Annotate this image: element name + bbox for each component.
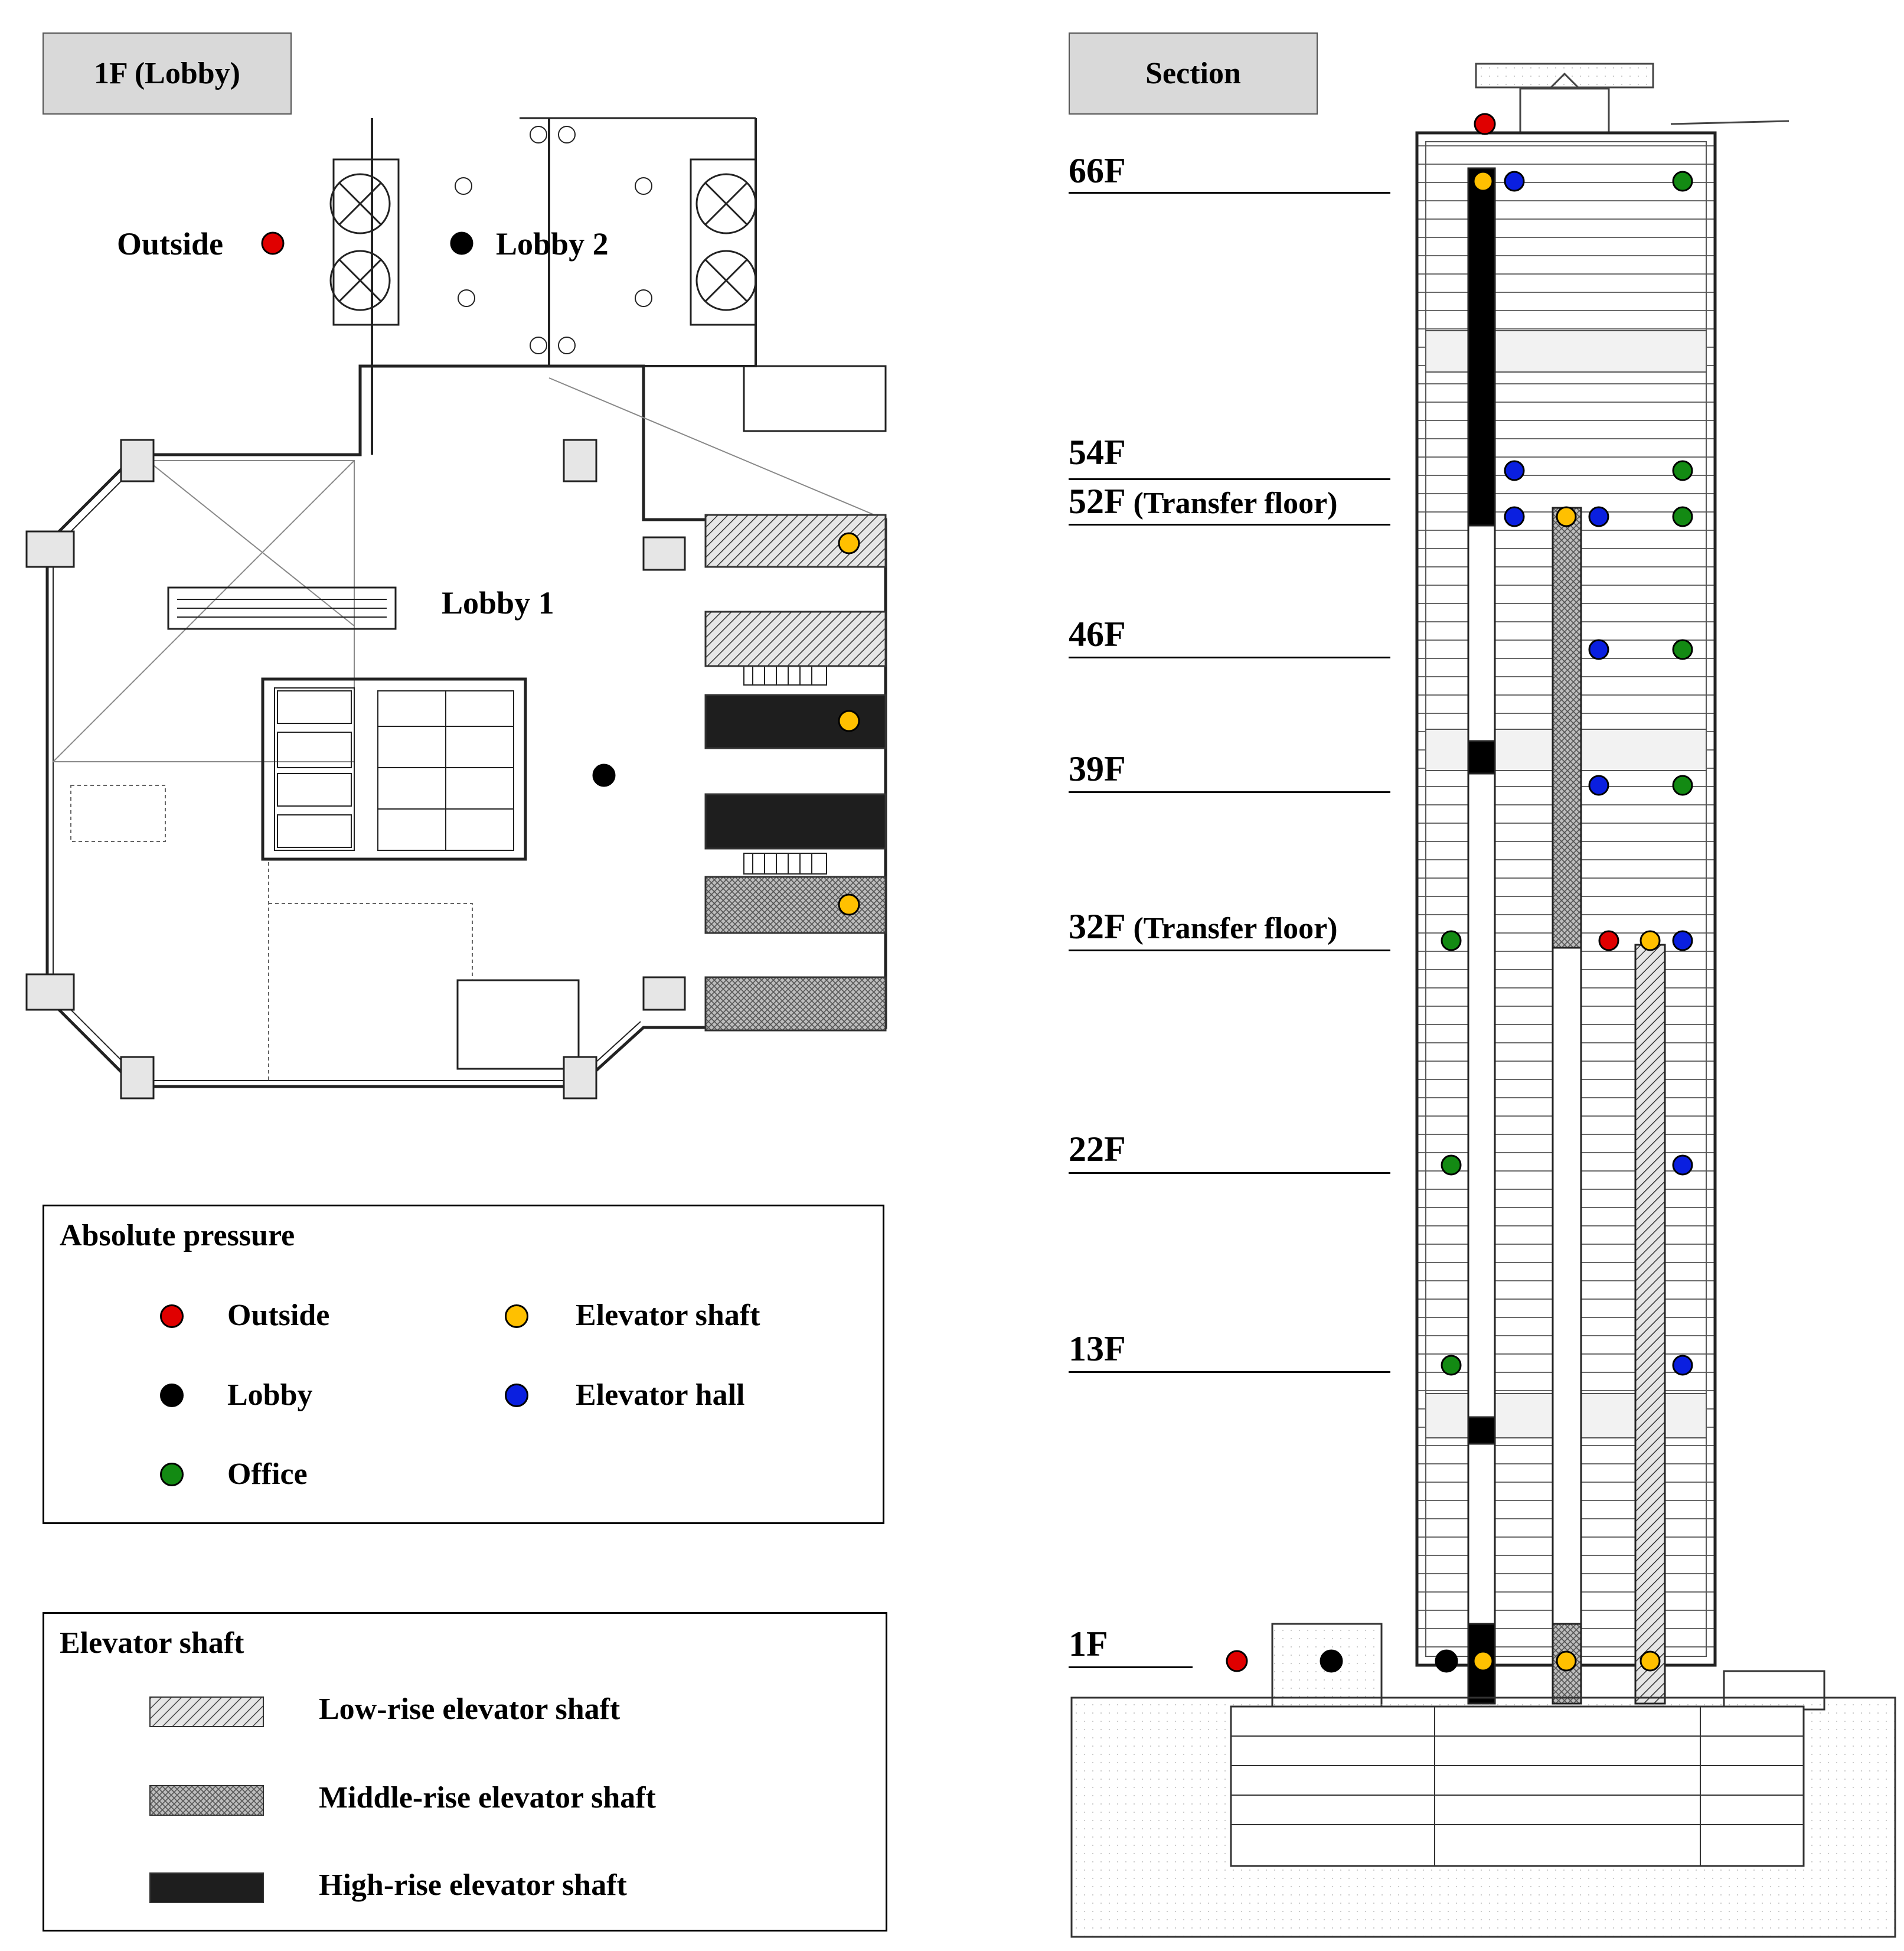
plan-point-lobby1: [592, 764, 616, 787]
section-shaft-mid: [1552, 507, 1582, 949]
floor-label-39f: 39F: [1069, 749, 1126, 788]
legend-label-low-rise: Low-rise elevator shaft: [319, 1692, 620, 1726]
pt-52-office: [1672, 506, 1693, 527]
pt-54-hall: [1504, 460, 1525, 481]
floor-line-52f: [1069, 524, 1390, 526]
label-lobby1: Lobby 1: [442, 585, 554, 621]
floor-label-54f: 54F: [1069, 433, 1126, 472]
legend-pressure-title: Absolute pressure: [60, 1219, 295, 1252]
floor-label-52f: 52F (Transfer floor): [1069, 482, 1338, 521]
legend-label-outside: Outside: [227, 1299, 330, 1332]
legend-shaft-title: Elevator shaft: [60, 1626, 244, 1660]
floor-label-1f: 1F: [1069, 1624, 1108, 1663]
legend-dot-elevator-shaft: [505, 1304, 528, 1328]
floor-line-46f: [1069, 657, 1390, 658]
pt-1-shaft-c: [1640, 1650, 1661, 1672]
section-shaft-low: [1634, 944, 1666, 1705]
floor-plan: [25, 117, 887, 1100]
plan-point-outside: [261, 231, 285, 255]
floor-label-13f: 13F: [1069, 1329, 1126, 1368]
label-outside: Outside: [117, 226, 224, 262]
label-lobby2: Lobby 2: [496, 226, 609, 262]
section-shaft-high-block1: [1467, 740, 1496, 775]
swatch-middle-rise: [149, 1785, 264, 1816]
plan-points: [261, 231, 860, 916]
section-title: Section: [1069, 32, 1318, 115]
pt-1-shaft-b: [1556, 1650, 1577, 1672]
plan-title: 1F (Lobby): [43, 32, 292, 115]
floor-line-1f: [1069, 1666, 1193, 1668]
floor-label-32f: 32F (Transfer floor): [1069, 907, 1338, 946]
legend-label-elevator-shaft: Elevator shaft: [576, 1299, 760, 1332]
legend-label-office: Office: [227, 1457, 308, 1491]
floor-line-13f: [1069, 1371, 1390, 1373]
pt-66-shaft: [1472, 171, 1494, 192]
plan-elevator-shafts: [704, 514, 887, 1032]
plan-point-lobby2: [450, 231, 473, 255]
pt-39-office: [1672, 775, 1693, 796]
plan-shaft-low-3: [704, 876, 887, 934]
floor-label-46f: 46F: [1069, 615, 1126, 654]
legend-absolute-pressure: Absolute pressure Outside Lobby Office E…: [43, 1205, 884, 1524]
floor-line-32f: [1069, 950, 1390, 951]
legend-dot-office: [160, 1463, 184, 1486]
pt-32-office: [1441, 930, 1462, 951]
pt-46-hall: [1588, 639, 1609, 660]
pt-1-outside: [1226, 1650, 1248, 1672]
pt-roof-outside: [1474, 113, 1496, 135]
pt-39-hall: [1588, 775, 1609, 796]
section-shaft-mid-white: [1552, 947, 1582, 1628]
floor-line-54f: [1069, 478, 1390, 480]
legend-dot-lobby: [160, 1384, 184, 1407]
plan-point-shaft-3: [838, 893, 860, 916]
swatch-low-rise: [149, 1696, 264, 1727]
plan-shaft-high-2: [704, 793, 887, 850]
floor-line-39f: [1069, 791, 1390, 793]
pt-66-hall: [1504, 171, 1525, 192]
pt-22-hall: [1672, 1154, 1693, 1176]
pt-32-hall: [1672, 930, 1693, 951]
floor-line-66f: [1069, 192, 1390, 194]
pt-13-office: [1441, 1355, 1462, 1376]
legend-label-lobby: Lobby: [227, 1378, 313, 1412]
section-shaft-high-white: [1467, 524, 1496, 1643]
legend-dot-outside: [160, 1304, 184, 1328]
legend-label-high-rise: High-rise elevator shaft: [319, 1868, 627, 1902]
legend-dot-elevator-hall: [505, 1384, 528, 1407]
pt-46-office: [1672, 639, 1693, 660]
pt-22-office: [1441, 1154, 1462, 1176]
plan-shaft-low-2: [704, 611, 887, 667]
pt-1-shaft-a: [1472, 1650, 1494, 1672]
pt-1-lobby-b: [1435, 1649, 1458, 1673]
pt-54-office: [1672, 460, 1693, 481]
section-shaft-high-block2: [1467, 1416, 1496, 1445]
floor-line-22f: [1069, 1172, 1390, 1174]
plan-shaft-mid-1: [704, 976, 887, 1032]
section-points: [1226, 113, 1693, 1673]
swatch-high-rise: [149, 1872, 264, 1903]
legend-elevator-shaft: Elevator shaft Low-rise elevator shaft M…: [43, 1612, 887, 1932]
pt-1-lobby-a: [1320, 1649, 1343, 1673]
pt-66-office: [1672, 171, 1693, 192]
plan-point-shaft-1: [838, 532, 860, 554]
pt-52-hall-a: [1504, 506, 1525, 527]
section-shaft-high-upper: [1467, 167, 1496, 527]
pt-32-outside: [1598, 930, 1619, 951]
floor-label-22f: 22F: [1069, 1130, 1126, 1169]
plan-point-shaft-2: [838, 710, 860, 732]
pt-13-hall: [1672, 1355, 1693, 1376]
fan-units: [329, 158, 757, 326]
floor-label-66f: 66F: [1069, 151, 1126, 190]
section-drawing: [1070, 63, 1896, 1938]
pt-52-shaft: [1556, 506, 1577, 527]
pt-32-shaft: [1640, 930, 1661, 951]
pt-52-hall-b: [1588, 506, 1609, 527]
legend-label-elevator-hall: Elevator hall: [576, 1378, 745, 1412]
legend-label-middle-rise: Middle-rise elevator shaft: [319, 1781, 656, 1815]
